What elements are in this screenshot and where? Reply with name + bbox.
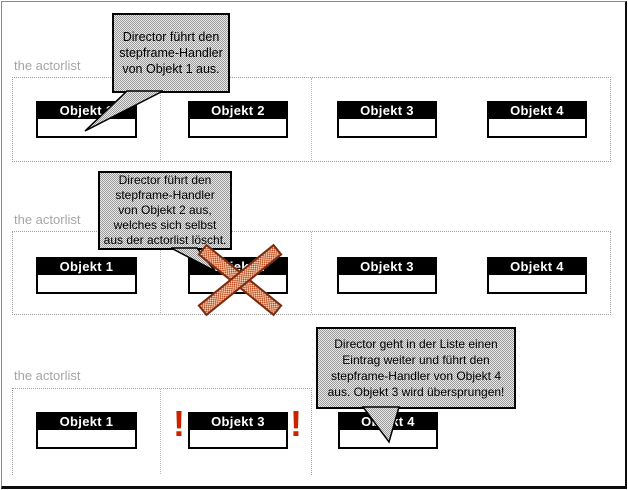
object-title: Objekt 4 (489, 259, 585, 275)
speech-bubble: Director führt den stepframe-Handler von… (112, 13, 230, 93)
object-box: Objekt 1 (36, 101, 137, 138)
object-body (339, 275, 435, 290)
speech-bubble: Director geht in der Liste einen Eintrag… (316, 327, 516, 409)
object-title: Objekt 1 (38, 259, 135, 275)
object-title: Objekt 3 (339, 103, 435, 119)
object-box: Objekt 3 (337, 257, 437, 294)
object-body (38, 430, 135, 445)
object-body (339, 119, 435, 134)
object-body (489, 275, 585, 290)
object-box: Objekt 1 (36, 412, 137, 449)
object-title: Objekt 3 (339, 259, 435, 275)
object-body (38, 275, 135, 290)
object-title: Objekt 4 (340, 414, 436, 430)
object-body (190, 119, 286, 134)
object-box: Objekt 4 (338, 412, 438, 449)
actorlist-label: the actorlist (14, 212, 81, 227)
object-title: Objekt 4 (489, 103, 585, 119)
skip-exclamation: ! (290, 403, 302, 444)
object-title: Objekt 2 (190, 103, 286, 119)
cell-separator (160, 389, 161, 474)
cell-separator (311, 78, 312, 160)
actorlist-box (12, 231, 611, 315)
actorlist-label: the actorlist (14, 368, 81, 383)
actorlist-label: the actorlist (14, 58, 81, 73)
object-box: Objekt 4 (487, 101, 587, 138)
object-box: Objekt 1 (36, 257, 137, 294)
cell-separator (160, 232, 161, 313)
object-title: Objekt 1 (38, 414, 135, 430)
actorlist-box (12, 388, 312, 475)
object-body (38, 119, 135, 134)
object-box: Objekt 3 (337, 101, 437, 138)
object-body (190, 430, 286, 445)
object-box: Objekt 4 (487, 257, 587, 294)
skip-exclamation: ! (173, 403, 185, 444)
object-title: Objekt 3 (190, 414, 286, 430)
actorlist-box (12, 77, 611, 162)
object-title: Objekt 1 (38, 103, 135, 119)
object-box: Objekt 2 (188, 101, 288, 138)
speech-bubble: Director führt den stepframe-Handler von… (98, 171, 232, 250)
cell-separator (311, 232, 312, 313)
object-body (489, 119, 585, 134)
object-box: Objekt 3 (188, 412, 288, 449)
object-body (340, 430, 436, 445)
